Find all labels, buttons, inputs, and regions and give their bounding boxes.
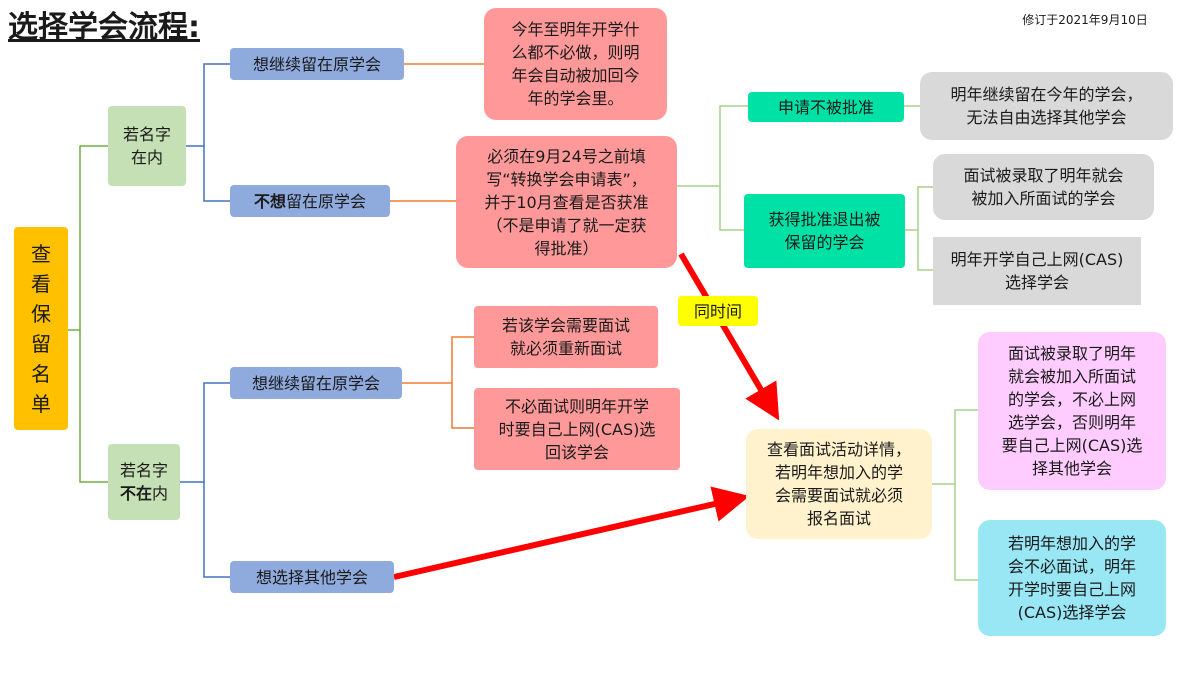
stay-original-club-node-2: 想继续留在原学会	[230, 367, 402, 399]
leave-rest: 留在原学会	[286, 191, 367, 211]
no-interview-cas-result: 若明年想加入的学 会不必面试，明年 开学时要自己上网 (CAS)选择学会	[978, 520, 1166, 636]
check-interview-details-node: 查看面试活动详情， 若明年想加入的学 会需要面试就必须 报名面试	[746, 429, 932, 539]
branch-in-connector	[186, 63, 230, 202]
leave-bold: 不想	[253, 191, 286, 211]
do-nothing-result: 今年至明年开学什 么都不必做，则明 年会自动被加回今 年的学会里。	[484, 8, 667, 120]
transfer-form-result: 必须在9月24号之前填 写“转换学会申请表”， 并于10月查看是否获准 （不是申…	[456, 136, 677, 268]
choose-other-club-node: 想选择其他学会	[230, 561, 394, 593]
approved-cas-result: 明年开学自己上网(CAS) 选择学会	[933, 237, 1141, 305]
leave-original-club-node: 不想留在原学会	[230, 185, 390, 217]
stay-original-club-node-1: 想继续留在原学会	[230, 48, 404, 80]
page-title: 选择学会流程:	[8, 10, 200, 45]
root-connector	[68, 145, 108, 483]
application-denied-node: 申请不被批准	[748, 92, 904, 122]
interview-admitted-result: 面试被录取了明年 就会被加入所面试 的学会，不必上网 选学会，否则明年 要自己上…	[978, 332, 1166, 490]
name-not-in-list-pre: 若名字	[119, 461, 168, 480]
branch-out-connector	[180, 382, 230, 578]
check-retention-list-node: 查 看 保 留 名 单	[14, 227, 68, 430]
denied-result: 明年继续留在今年的学会， 无法自由选择其他学会	[920, 72, 1173, 140]
name-in-list-node: 若名字 在内	[108, 106, 186, 186]
revision-date: 修订于2021年9月10日	[1022, 13, 1148, 27]
application-approved-node: 获得批准退出被 保留的学会	[744, 194, 905, 268]
cas-reselect-result: 不必面试则明年开学 时要自己上网(CAS)选 回该学会	[474, 388, 680, 470]
name-not-in-list-bold: 不在	[119, 484, 152, 503]
approved-interview-result: 面试被录取了明年就会 被加入所面试的学会	[933, 154, 1154, 220]
name-not-in-list-post: 内	[152, 484, 169, 503]
name-not-in-list-node: 若名字 不在内	[108, 444, 180, 520]
reinterview-result: 若该学会需要面试 就必须重新面试	[474, 306, 658, 368]
simultaneous-label: 同时间	[678, 296, 758, 326]
